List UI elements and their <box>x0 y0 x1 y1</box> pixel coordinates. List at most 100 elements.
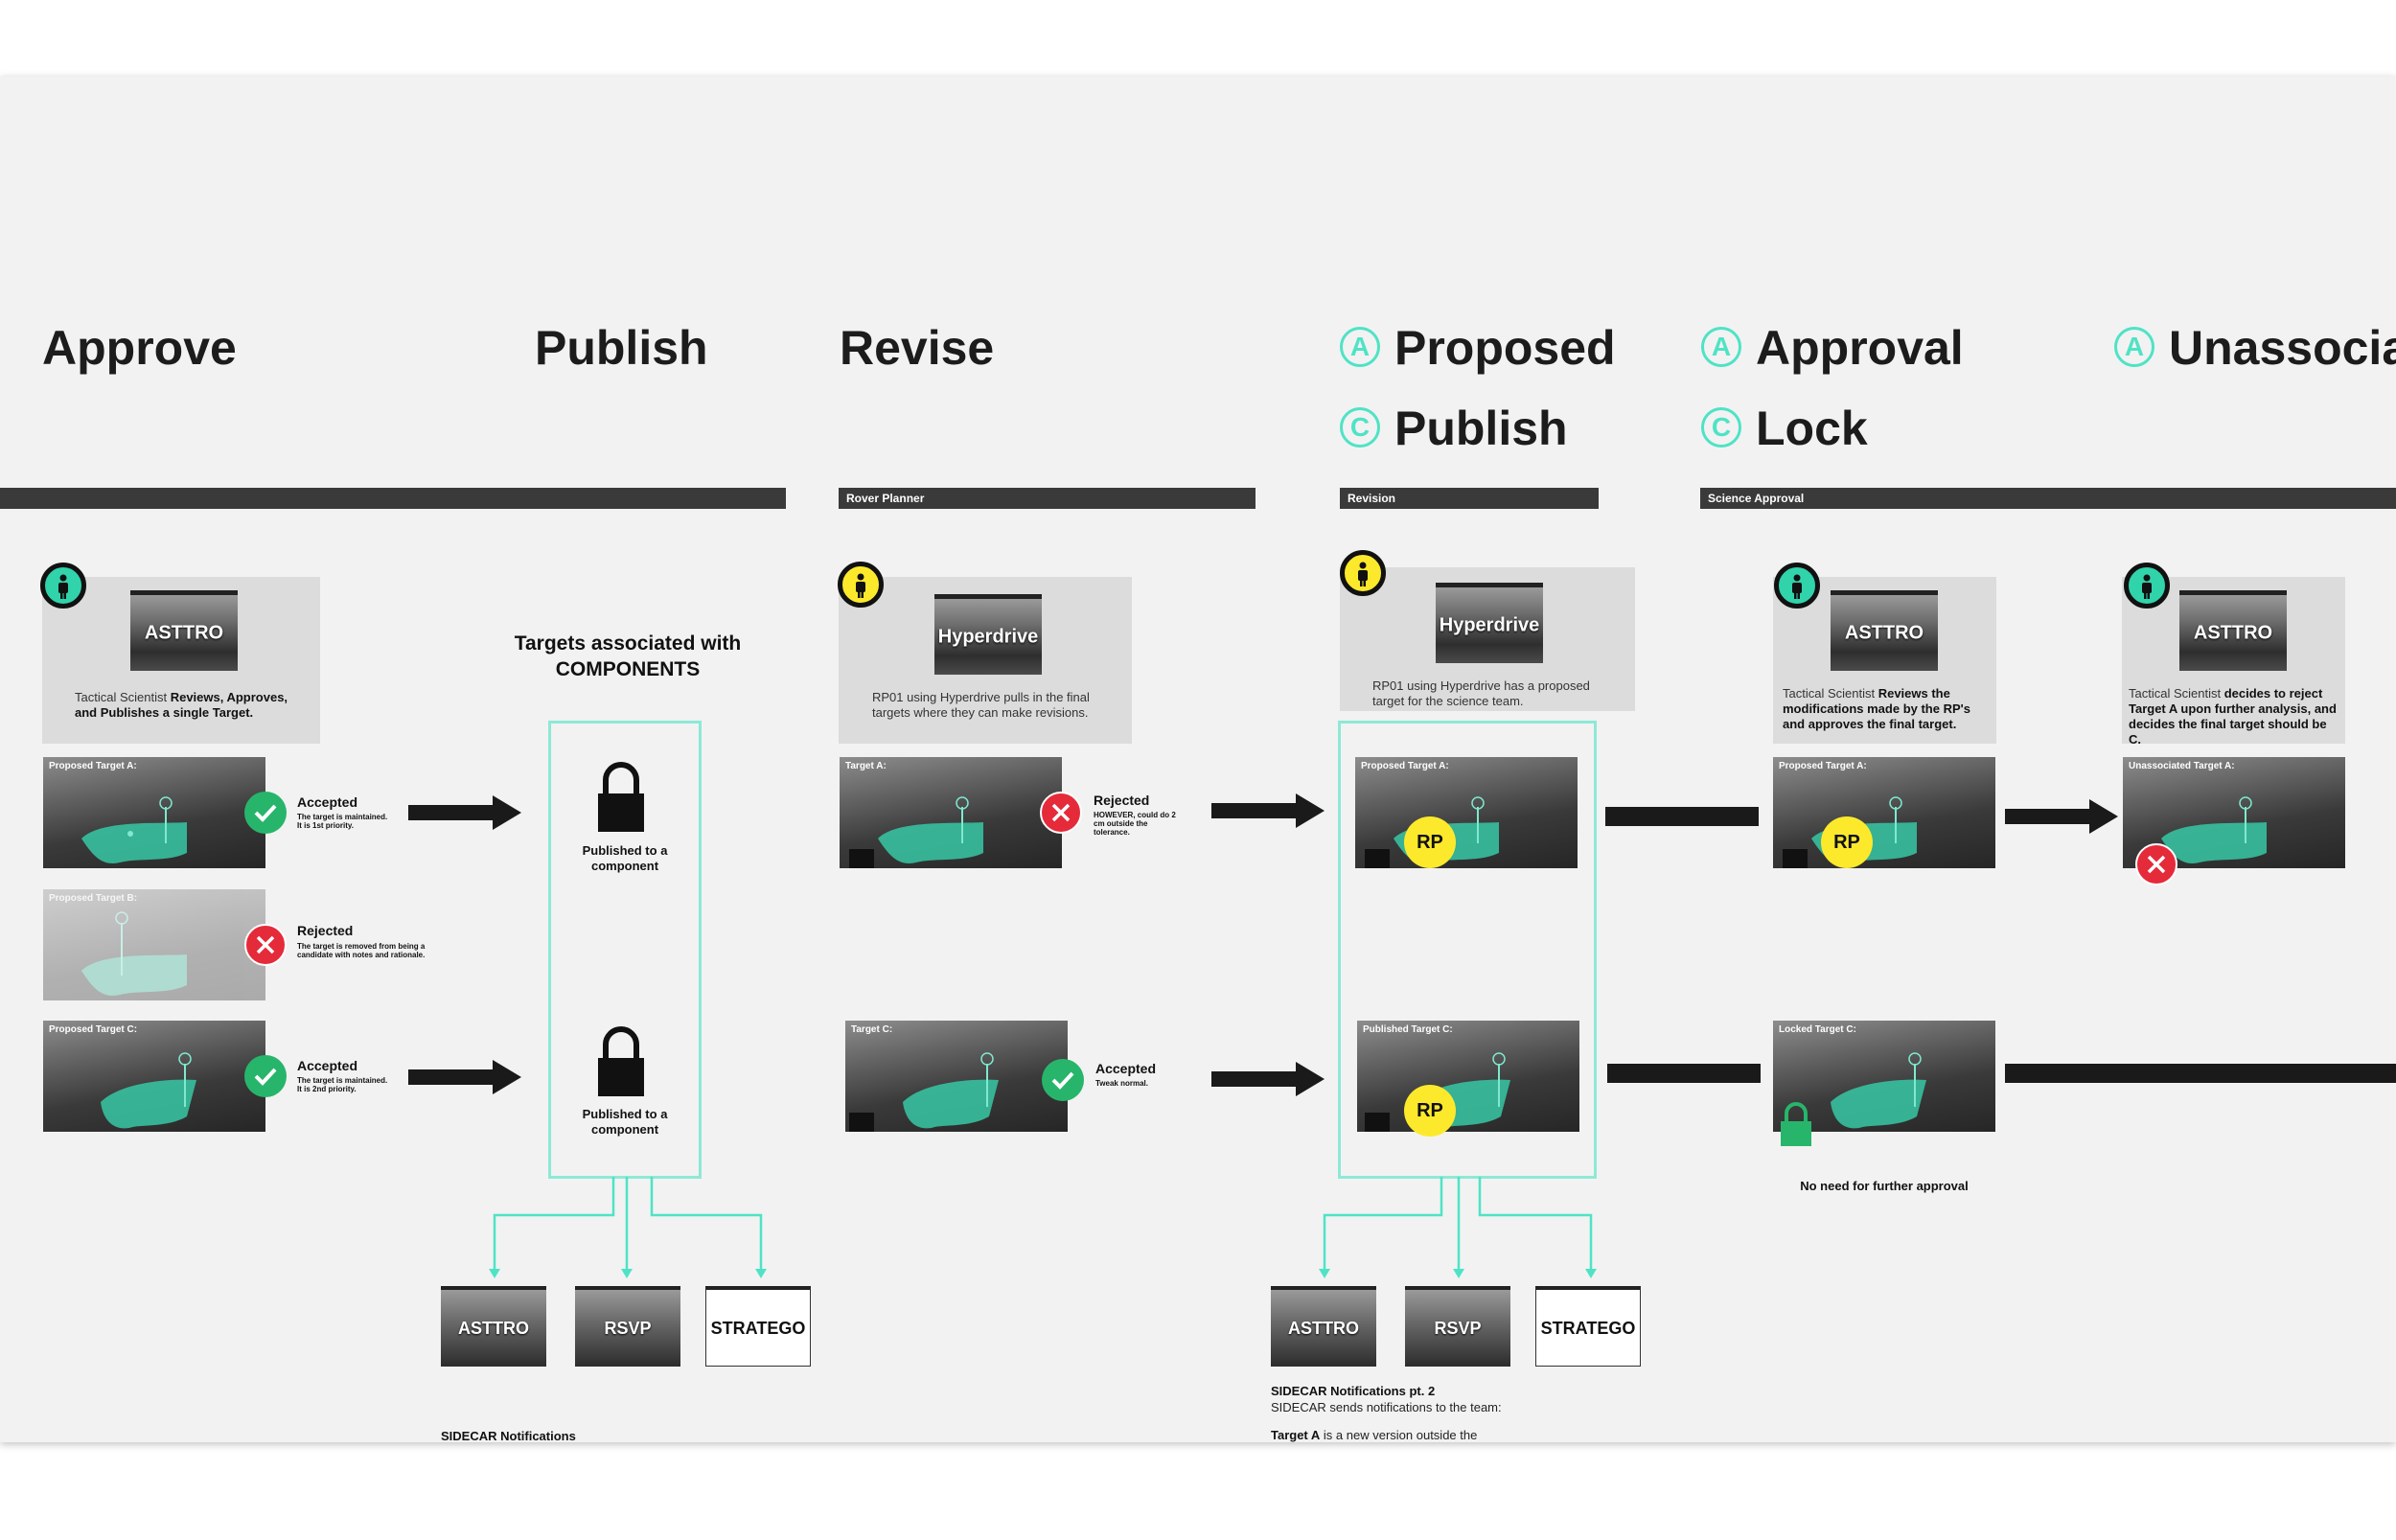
badge-a-icon: A <box>1701 327 1741 367</box>
heading-lock: Lock <box>1756 402 1868 455</box>
rp-badge: RP <box>1404 1085 1456 1137</box>
target-label: Proposed Target A: <box>49 761 137 771</box>
publish-group-box <box>548 721 702 1179</box>
person-icon <box>838 562 884 608</box>
lock-icon <box>598 1026 644 1096</box>
role-card-proposed: Hyperdrive RP01 using Hyperdrive has a p… <box>1340 567 1635 711</box>
target-label: Target A: <box>845 761 887 771</box>
rejected-x-icon <box>244 924 287 966</box>
status-title: Rejected <box>1094 793 1150 808</box>
green-lock-icon <box>1781 1102 1811 1146</box>
accepted-check-icon <box>1042 1059 1084 1101</box>
rejected-x-icon <box>1040 792 1082 834</box>
target-thumbnail-c[interactable]: Published Target C: <box>1357 1021 1579 1132</box>
flow-connector <box>2005 1064 2396 1083</box>
component-connectors <box>1319 1177 1597 1278</box>
target-thumbnail-a[interactable]: Proposed Target A: <box>1773 757 1995 868</box>
rejected-x-icon <box>2135 843 2177 885</box>
target-label: Locked Target C: <box>1779 1024 1856 1035</box>
heading-revise: Revise <box>840 321 995 375</box>
role-description: RP01 using Hyperdrive has a proposed tar… <box>1372 678 1590 708</box>
status-note: Tweak normal. <box>1095 1079 1148 1088</box>
phase-bar-revision: Revision <box>1340 488 1599 509</box>
target-thumbnail-c[interactable]: Proposed Target C: <box>43 1021 265 1132</box>
status-note: The target is removed from being a candi… <box>297 942 426 959</box>
phase-bar-science-approval: Science Approval <box>1700 488 2396 509</box>
no-further-approval-note: No need for further approval <box>1800 1179 1969 1193</box>
flow-connector <box>1605 807 1759 826</box>
component-stratego[interactable]: STRATEGO <box>705 1286 811 1367</box>
flow-arrow-icon <box>1211 793 1325 828</box>
flow-connector <box>1607 1064 1761 1083</box>
tool-thumbnail: ASTTRO <box>130 590 238 671</box>
role-card-revise: Hyperdrive RP01 using Hyperdrive pulls i… <box>839 577 1132 744</box>
flow-arrow-icon <box>1211 1062 1325 1096</box>
heading-publish-2: Publish <box>1394 402 1568 455</box>
tool-thumbnail: ASTTRO <box>1831 590 1938 671</box>
role-card-approve: ASTTRO Tactical Scientist Reviews, Appro… <box>42 577 320 744</box>
person-icon <box>1774 563 1820 609</box>
target-label: Target C: <box>851 1024 893 1035</box>
role-description: Tactical Scientist Reviews, Approves, an… <box>75 690 288 720</box>
tool-thumbnail: Hyperdrive <box>1436 583 1543 663</box>
heading-approve: Approve <box>42 321 237 375</box>
target-thumbnail-a[interactable]: Unassociated Target A: <box>2123 757 2345 868</box>
lock-icon <box>598 762 644 832</box>
target-thumbnail-b[interactable]: Proposed Target B: <box>43 889 265 1000</box>
target-label: Unassociated Target A: <box>2129 761 2235 771</box>
target-thumbnail-a[interactable]: Target A: <box>840 757 1062 868</box>
component-asttro[interactable]: ASTTRO <box>1271 1286 1376 1367</box>
flow-arrow-icon <box>408 795 521 830</box>
component-rsvp[interactable]: RSVP <box>1405 1286 1510 1367</box>
publish-title: Targets associated with COMPONENTS <box>514 632 742 680</box>
component-stratego[interactable]: STRATEGO <box>1535 1286 1641 1367</box>
heading-unassociated: Unassociat <box>2169 321 2396 375</box>
target-thumbnail-a[interactable]: Proposed Target A: <box>43 757 265 868</box>
person-icon <box>1340 550 1386 596</box>
heading-approval: Approval <box>1756 321 1964 375</box>
published-label: Published to a component <box>582 843 668 873</box>
target-label: Proposed Target A: <box>1361 761 1449 771</box>
status-title: Accepted <box>1095 1061 1157 1076</box>
sidecar-pt2-subtitle: SIDECAR sends notifications to the team: <box>1271 1400 1502 1414</box>
flow-arrow-icon <box>408 1060 521 1094</box>
role-description: Tactical Scientist Reviews the modificat… <box>1783 686 1970 731</box>
sidecar-pt2-title: SIDECAR Notifications pt. 2 <box>1271 1384 1436 1398</box>
badge-c-icon: C <box>1340 407 1380 448</box>
person-icon <box>40 563 86 609</box>
component-asttro[interactable]: ASTTRO <box>441 1286 546 1367</box>
proposed-group-box <box>1338 721 1597 1179</box>
phase-bar-rover-planner: Rover Planner <box>839 488 1256 509</box>
target-thumbnail-c[interactable]: Target C: <box>845 1021 1068 1132</box>
status-note: The target is maintained. It is 2nd prio… <box>297 1076 388 1093</box>
target-label: Published Target C: <box>1363 1024 1453 1035</box>
status-note: The target is maintained. It is 1st prio… <box>297 813 388 830</box>
badge-c-icon: C <box>1701 407 1741 448</box>
status-title: Rejected <box>297 923 354 938</box>
flow-arrow-icon <box>2005 799 2118 834</box>
target-thumbnail-a[interactable]: Proposed Target A: <box>1355 757 1578 868</box>
target-label: Proposed Target A: <box>1779 761 1867 771</box>
status-title: Accepted <box>297 1058 358 1073</box>
badge-a-icon: A <box>1340 327 1380 367</box>
target-thumbnail-c[interactable]: Locked Target C: <box>1773 1021 1995 1132</box>
person-icon <box>2124 563 2170 609</box>
status-title: Accepted <box>297 794 358 810</box>
heading-publish: Publish <box>535 321 708 375</box>
component-rsvp[interactable]: RSVP <box>575 1286 680 1367</box>
rp-badge: RP <box>1404 816 1456 868</box>
tool-thumbnail: ASTTRO <box>2179 590 2287 671</box>
target-label: Proposed Target C: <box>49 1024 138 1035</box>
component-connectors <box>489 1177 767 1278</box>
phase-bar <box>0 488 786 509</box>
tool-thumbnail: Hyperdrive <box>934 594 1042 675</box>
role-description: Tactical Scientist decides to reject Tar… <box>2129 686 2337 747</box>
accepted-check-icon <box>244 1055 287 1097</box>
published-label: Published to a component <box>582 1107 668 1137</box>
status-note: HOWEVER, could do 2 cm outside the toler… <box>1094 811 1176 837</box>
rp-badge: RP <box>1821 816 1873 868</box>
role-description: RP01 using Hyperdrive pulls in the final… <box>872 690 1090 720</box>
badge-a-icon: A <box>2114 327 2154 367</box>
accepted-check-icon <box>244 792 287 834</box>
diagram-canvas: Approve Publish Revise A Proposed C Publ… <box>0 77 2396 1442</box>
